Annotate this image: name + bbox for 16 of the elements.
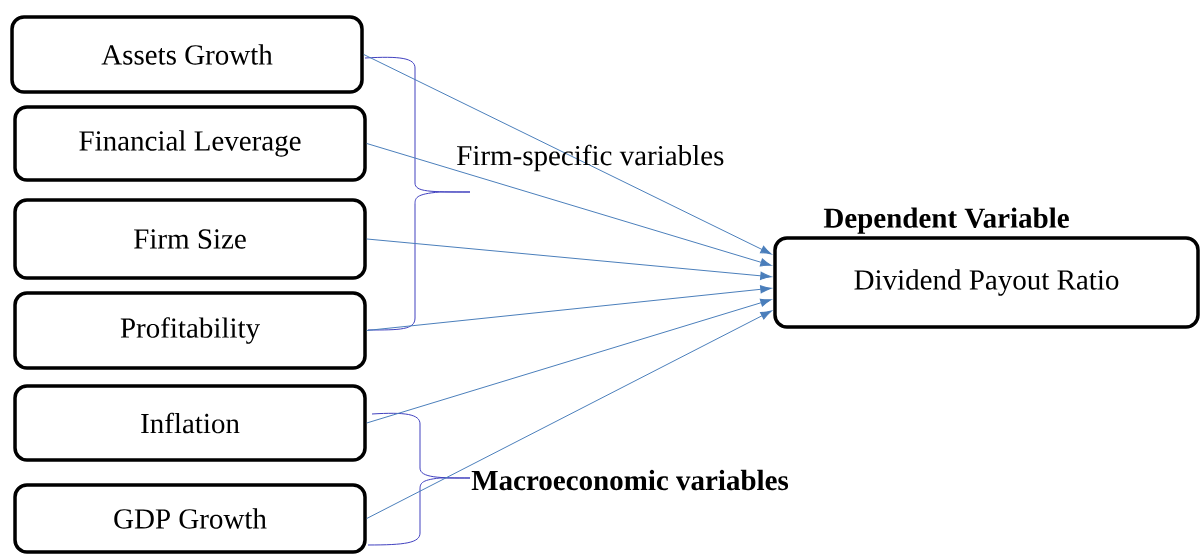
group-label: Macroeconomic variables: [471, 469, 789, 491]
process-box: Profitability: [13, 291, 367, 370]
process-box: Dividend Payout Ratio: [773, 236, 1200, 329]
process-box: Financial Leverage: [13, 105, 367, 182]
arrow: [366, 285, 772, 331]
process-box: Inflation: [13, 384, 367, 462]
arrow: [363, 54, 772, 255]
box-heading: Dependent Variable: [823, 207, 1069, 234]
process-box: Assets Growth: [10, 15, 364, 94]
arrow: [366, 310, 772, 519]
process-box: Firm Size: [13, 198, 367, 280]
process-box: GDP Growth: [13, 483, 367, 554]
arrow: [366, 238, 772, 280]
arrow: [366, 298, 772, 424]
group-label: Firm-specific variables: [457, 144, 724, 172]
arrow: [366, 143, 772, 267]
